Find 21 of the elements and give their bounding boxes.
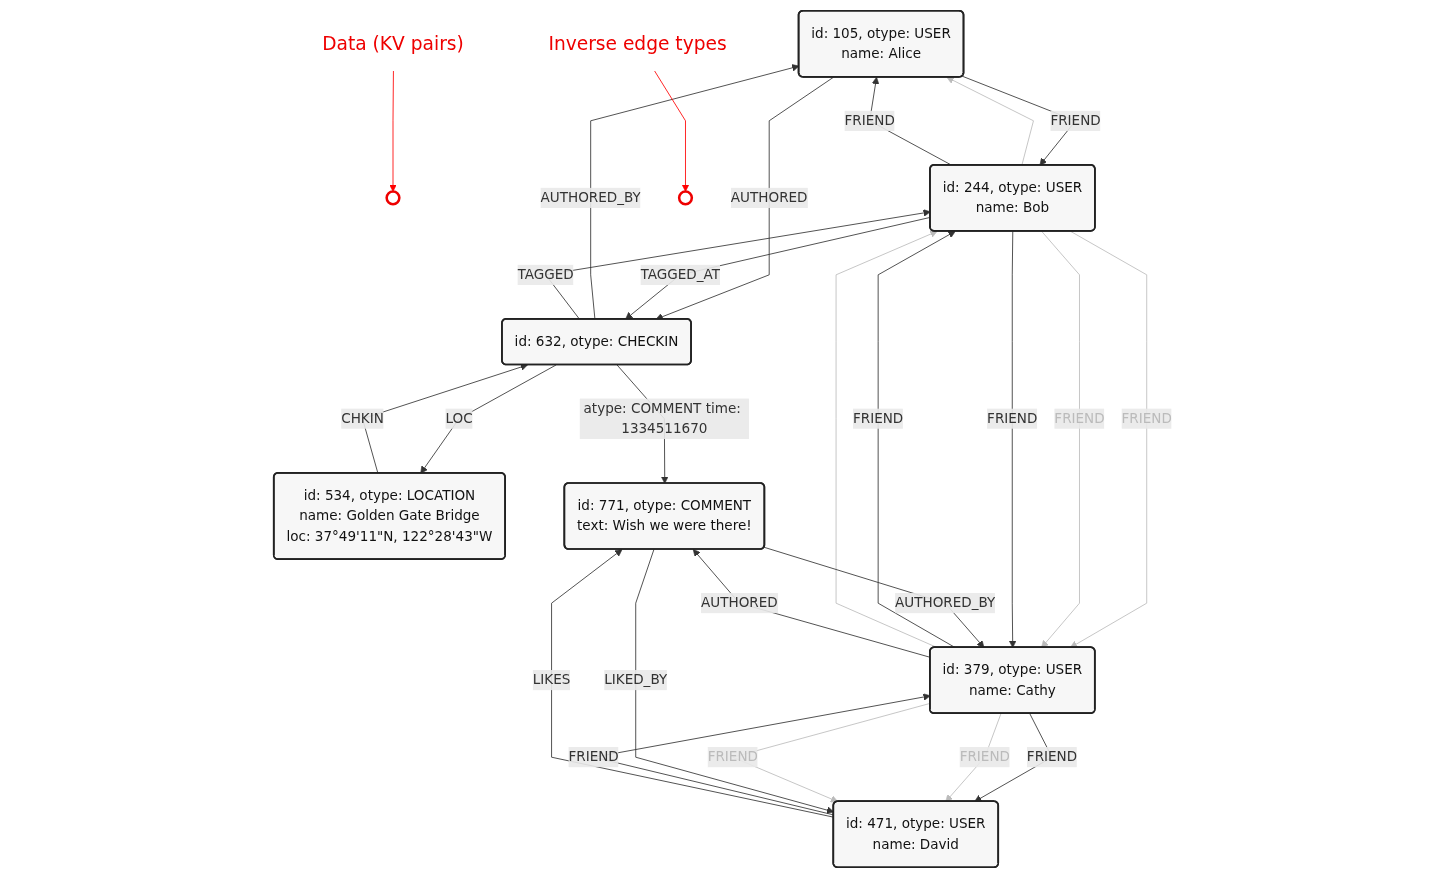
edge-label: FRIEND — [852, 410, 903, 427]
node-ellipse — [385, 190, 401, 206]
edge-label: TAGGED — [517, 266, 574, 283]
edge-label: FRIEND — [1050, 112, 1101, 129]
edge-label: AUTHORED_BY — [894, 594, 996, 611]
edge-label: FRIEND — [986, 410, 1038, 427]
node-ellipse — [677, 190, 693, 206]
edge-label: FRIEND — [1026, 748, 1077, 765]
node-text: Data (KV pairs) — [321, 33, 464, 55]
edge-label: LIKES — [532, 671, 571, 688]
edge-label: LIKED_BY — [603, 671, 667, 688]
edge-label: AUTHORED — [700, 594, 778, 611]
node-text: Inverse edge types — [548, 33, 727, 55]
edge-label: atype: COMMENT time: 1334511670 — [583, 400, 741, 437]
edge-label: AUTHORED_BY — [540, 189, 641, 206]
edge-label: CHKIN — [340, 410, 384, 427]
edge-label: AUTHORED — [730, 189, 808, 206]
edge-label: FRIEND — [844, 112, 895, 129]
edge-label: LOC — [445, 410, 473, 427]
edge-label: TAGGED_AT — [640, 266, 720, 283]
edge-label: FRIEND — [568, 748, 619, 765]
